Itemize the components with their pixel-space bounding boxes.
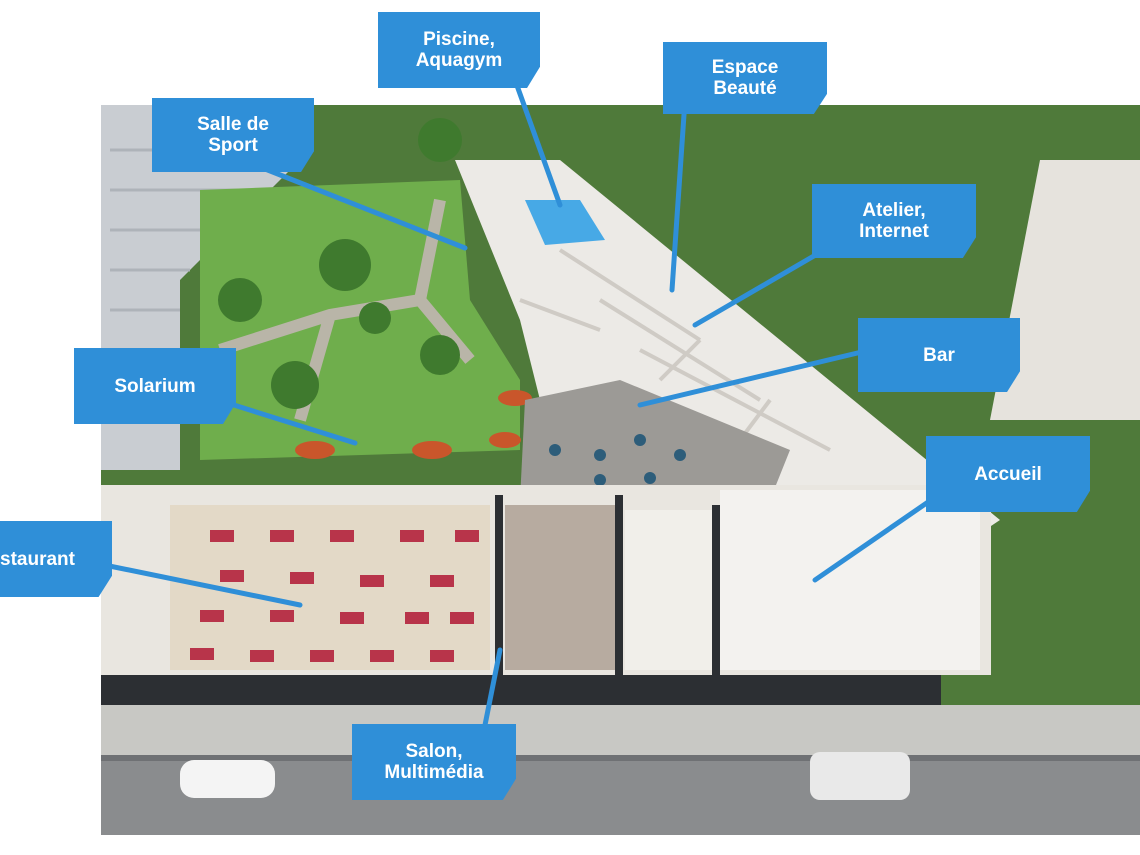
callout-text-line: Beauté	[713, 78, 777, 99]
bar-tables	[549, 434, 686, 486]
callout-restaurant: staurant	[0, 521, 112, 597]
curb	[101, 755, 1140, 761]
trees	[218, 118, 462, 409]
leader-bar	[637, 347, 873, 408]
callout-espace-beaute: Espace Beauté	[663, 42, 827, 114]
leader-piscine	[512, 77, 563, 208]
restaurant-tables	[190, 530, 479, 662]
pool	[525, 200, 605, 245]
callout-text-line: Piscine,	[423, 29, 495, 50]
cars	[180, 752, 910, 800]
callout-text-line: Aquagym	[415, 50, 503, 71]
callout-salle-de-sport: Salle de Sport	[152, 98, 314, 172]
reception-floor	[720, 490, 980, 670]
callout-solarium: Solarium	[74, 348, 236, 424]
office-floor	[625, 510, 715, 670]
callout-text-line: Solarium	[114, 375, 196, 397]
interior-walls	[495, 495, 720, 680]
callout-text-line: Espace	[711, 57, 779, 78]
parking-lot	[990, 160, 1140, 420]
parasols	[295, 390, 532, 459]
facade-wall	[101, 675, 941, 705]
callout-accueil: Accueil	[926, 436, 1090, 512]
callout-text-line: Sport	[208, 135, 258, 156]
leader-sport	[252, 162, 468, 251]
callout-salon-multimedia: Salon, Multimédia	[352, 724, 516, 800]
leader-restaurant	[77, 557, 303, 608]
callout-text-line: staurant	[0, 548, 75, 570]
callout-text-line: Internet	[859, 221, 929, 242]
callout-bar: Bar	[858, 318, 1020, 392]
leader-lines	[77, 77, 963, 763]
callout-text-line: Salle de	[197, 114, 269, 135]
callout-piscine-aquagym: Piscine, Aquagym	[378, 12, 540, 88]
callout-text-line: Bar	[923, 344, 955, 366]
callout-text-line: Salon,	[405, 741, 463, 762]
bar-area	[520, 380, 790, 500]
sidewalk	[101, 705, 1140, 760]
callout-text-line: Multimédia	[384, 762, 484, 783]
callout-text-line: Accueil	[974, 463, 1042, 485]
callout-atelier-internet: Atelier, Internet	[812, 184, 976, 258]
leader-beaute	[669, 97, 688, 293]
callout-text-line: Atelier,	[862, 200, 926, 221]
salon-floor	[505, 505, 615, 670]
